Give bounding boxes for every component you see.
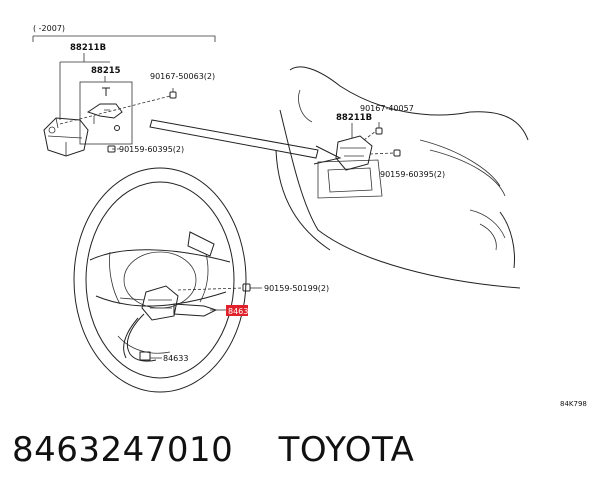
connector-arrow <box>149 119 342 165</box>
sensor-inset: ( -2007) 88211B 88215 90167-50063(2) 901… <box>32 24 216 157</box>
car-front: 90167-40057 88211B 90159-60395(2) <box>275 66 529 289</box>
bracket-part-label: 88215 <box>91 66 121 76</box>
bolt-lower-car-label: 90159-60395(2) <box>380 170 445 179</box>
wire-callout: 84633 <box>150 354 188 363</box>
caption: 8463247010 TOYOTA <box>12 430 414 470</box>
brand-name: TOYOTA <box>278 430 415 470</box>
sensor-part-car-label: 88211B <box>336 113 372 123</box>
sensor-part-label: 88211B <box>70 43 106 53</box>
wire-part-label: 84633 <box>163 354 188 363</box>
switch-part-highlight <box>226 305 248 316</box>
screw-wheel-label: 90159-50199(2) <box>264 284 329 293</box>
bolt-lower-left-label: 90159-60395(2) <box>119 145 184 154</box>
drawing-code: 84K798 <box>560 400 587 408</box>
highlighted-switch: 84632 <box>210 305 253 316</box>
bolt-upper-left-label: 90167-50063(2) <box>150 72 215 81</box>
part-number: 8463247010 <box>12 430 234 470</box>
year-range-label: ( -2007) <box>33 24 65 33</box>
steering-wheel: 90159-50199(2) <box>73 167 329 393</box>
bolt-upper-car-label: 90167-40057 <box>360 104 414 113</box>
parts-diagram: ( -2007) 88211B 88215 90167-50063(2) 901… <box>32 24 587 408</box>
switch-part-label: 84632 <box>228 307 253 316</box>
